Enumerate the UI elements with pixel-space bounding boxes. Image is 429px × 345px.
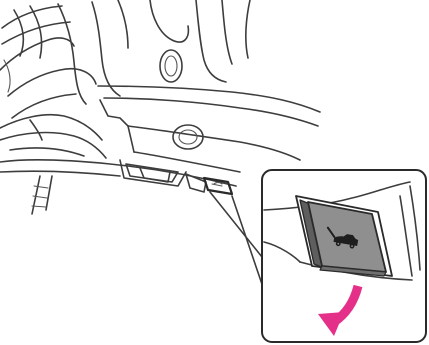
callout-leader-lines [210,192,266,296]
hood-release-lever-small [204,178,232,194]
detail-inset [262,170,426,342]
